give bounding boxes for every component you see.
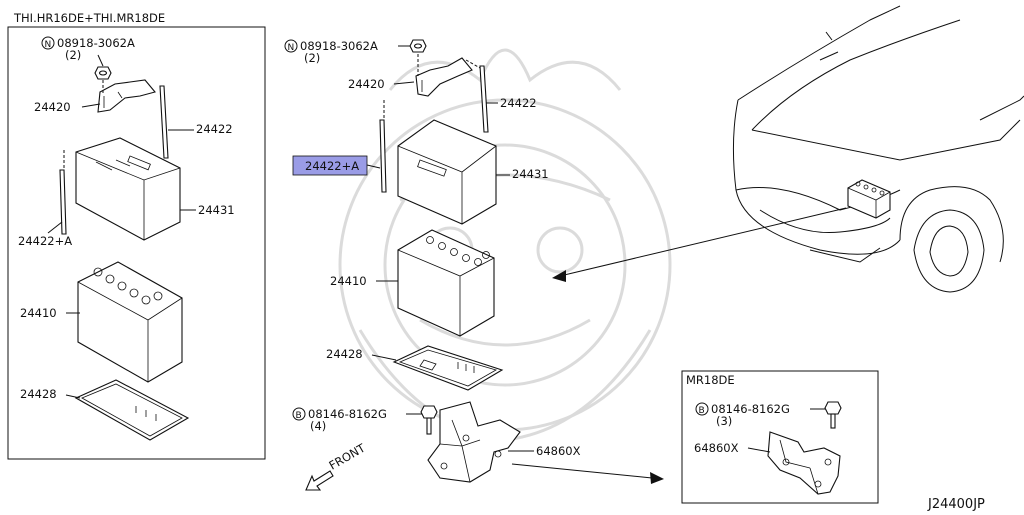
center-tray-label: 24428 <box>326 347 363 361</box>
center-clamp-label: 24420 <box>348 77 385 91</box>
left-tray-label: 24428 <box>20 387 57 401</box>
car-pointer-line <box>559 207 847 277</box>
center-case-label: 24431 <box>512 167 549 181</box>
left-panel-frame <box>7 26 266 460</box>
left-nut-callout: N 08918-3062A (2) <box>41 36 135 67</box>
left-battery <box>77 261 183 383</box>
center-battery-label: 24410 <box>330 274 367 288</box>
center-bolt <box>420 405 438 435</box>
inset-pointer-head <box>650 472 664 484</box>
inset-bolt-symbol: B <box>699 406 705 416</box>
left-rod <box>159 85 169 159</box>
center-clamp <box>415 54 473 97</box>
car-battery <box>847 179 891 219</box>
left-rod-a-label: 24422+A <box>18 234 72 248</box>
center-nut-symbol: N <box>288 43 295 53</box>
inset-bracket <box>767 431 841 495</box>
inset-panel: MR18DE B 08146-8162G (3) 64860X <box>681 370 879 504</box>
left-clamp <box>97 79 156 113</box>
left-case-label: 24431 <box>198 203 235 217</box>
center-rod <box>465 59 489 133</box>
center-case <box>397 119 497 225</box>
center-battery <box>397 229 495 337</box>
center-nut-label: 08918-3062A <box>300 39 378 53</box>
center-nut-qty: (2) <box>304 51 320 65</box>
center-rod-a <box>379 100 387 193</box>
left-nut-qty: (2) <box>65 48 81 62</box>
car-illustration <box>552 5 1024 293</box>
left-rod-label: 24422 <box>196 122 233 136</box>
inset-pointer-line <box>511 463 653 479</box>
left-case <box>75 137 181 241</box>
left-panel: THI.HR16DE+THI.MR18DE N 08918-3062A (2) … <box>7 11 266 460</box>
diagram-id: J24400JP <box>927 497 985 511</box>
inset-bolt-qty: (3) <box>716 414 732 428</box>
center-nut <box>409 39 427 53</box>
left-nut-label: 08918-3062A <box>57 36 135 50</box>
center-rod-label: 24422 <box>500 96 537 110</box>
center-bolt-label: 08146-8162G <box>308 407 387 421</box>
left-tray <box>74 379 190 441</box>
center-tray <box>392 345 504 391</box>
center-rod-a-label[interactable]: 24422+A <box>305 159 359 173</box>
inset-bolt-label: 08146-8162G <box>711 402 790 416</box>
inset-bracket-label: 64860X <box>694 441 739 455</box>
left-nut-symbol: N <box>45 40 52 50</box>
front-label: FRONT <box>327 440 369 472</box>
left-rod-a <box>59 150 67 235</box>
center-bracket-label: 64860X <box>536 444 581 458</box>
front-arrow: FRONT <box>305 440 369 491</box>
inset-bolt <box>824 401 842 429</box>
center-bolt-symbol: B <box>296 411 302 421</box>
left-clamp-label: 24420 <box>34 100 71 114</box>
center-assembly: N 08918-3062A (2) 24420 24422 24422+A <box>284 39 664 491</box>
inset-title: MR18DE <box>686 373 735 387</box>
left-panel-title: THI.HR16DE+THI.MR18DE <box>13 11 165 25</box>
center-bracket <box>427 401 521 483</box>
left-battery-label: 24410 <box>20 306 57 320</box>
center-bolt-qty: (4) <box>310 419 326 433</box>
left-nut <box>94 66 112 80</box>
car-pointer-head <box>552 270 566 282</box>
